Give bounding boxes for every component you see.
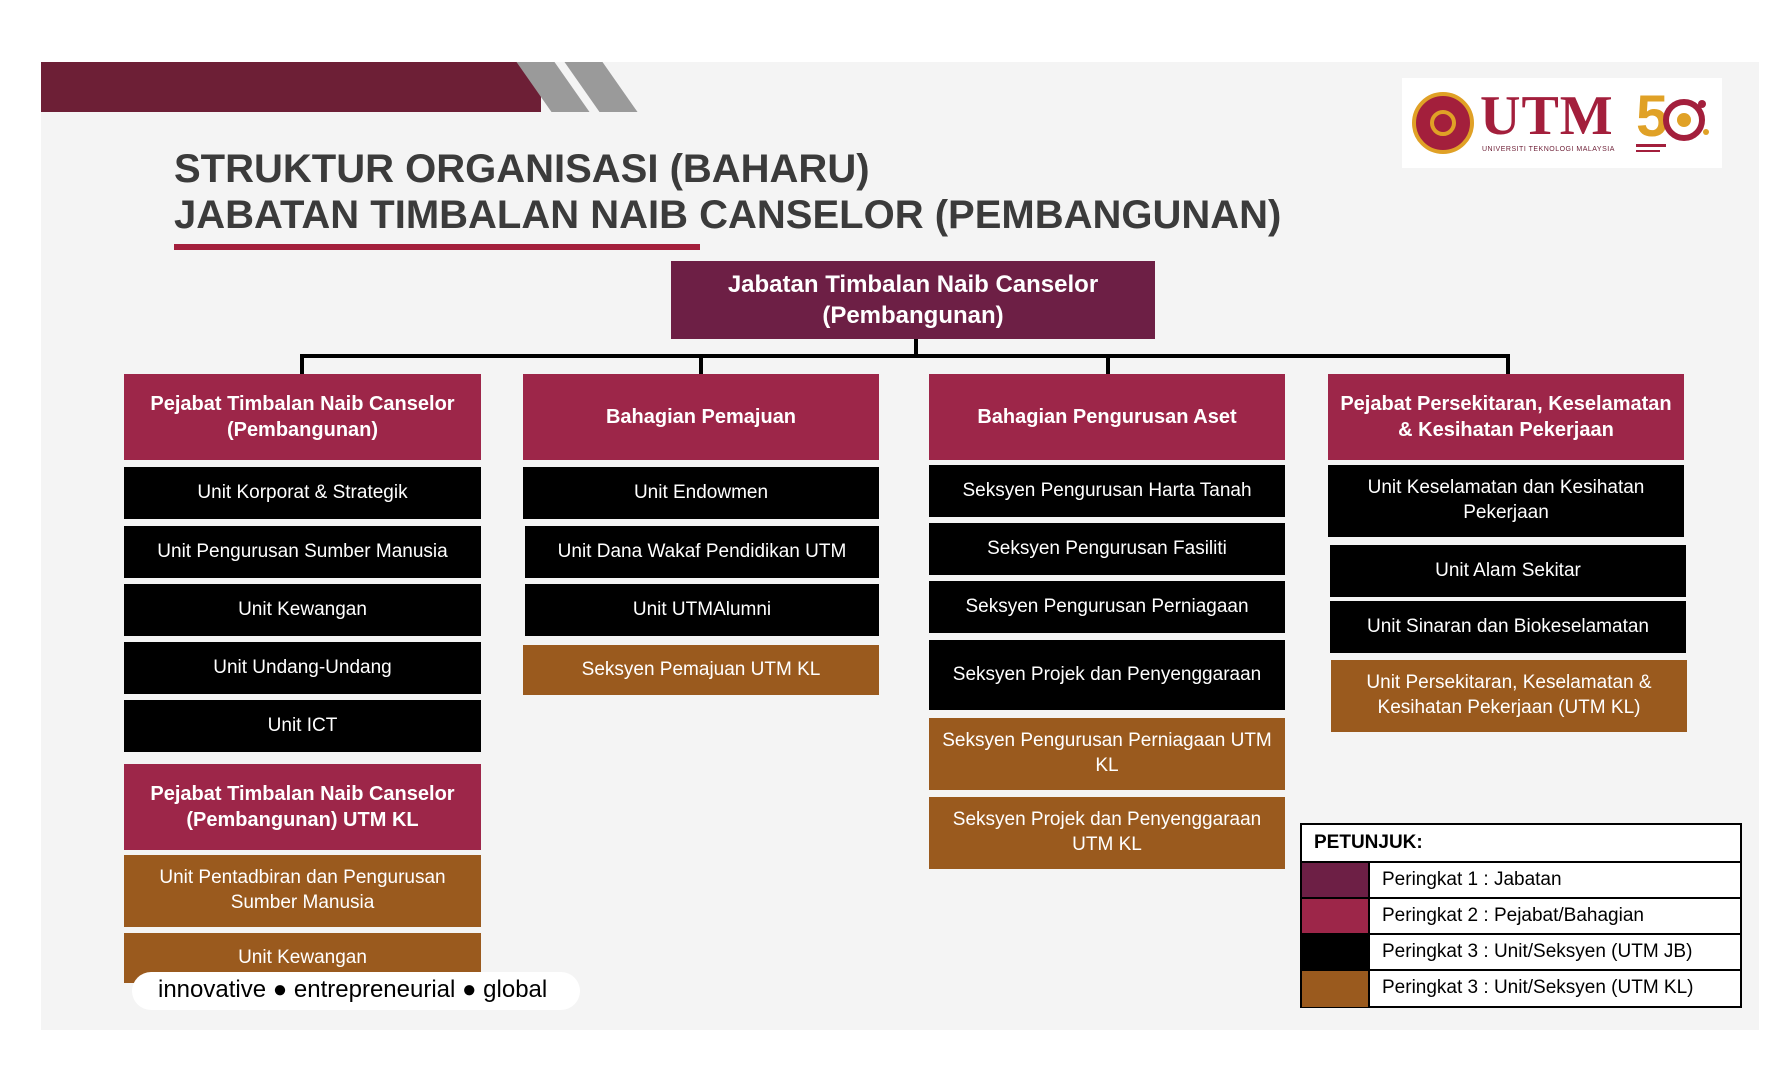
legend-swatch-level1 — [1302, 863, 1370, 897]
connector-col1 — [300, 354, 304, 374]
col1-unit: Unit Korporat & Strategik — [124, 467, 481, 519]
col1-unit: Unit Undang-Undang — [124, 642, 481, 694]
col3-unit: Seksyen Pengurusan Fasiliti — [929, 523, 1285, 575]
legend-row: Peringkat 3 : Unit/Seksyen (UTM KL) — [1302, 971, 1740, 1007]
footer-tagline: innovative ● entrepreneurial ● global — [158, 976, 548, 1003]
col4-unit: Unit Keselamatan dan Kesihatan Pekerjaan — [1328, 465, 1684, 537]
connector-col4 — [1506, 354, 1510, 374]
col3-kl-unit: Seksyen Pengurusan Perniagaan UTM KL — [929, 718, 1285, 790]
title-line-2: JABATAN TIMBALAN NAIB CANSELOR (PEMBANGU… — [174, 193, 1282, 237]
col2-kl-unit: Seksyen Pemajuan UTM KL — [523, 645, 879, 695]
col1-head: Pejabat Timbalan Naib Canselor (Pembangu… — [124, 374, 481, 460]
col1-unit: Unit Pengurusan Sumber Manusia — [124, 526, 481, 578]
col4-head: Pejabat Persekitaran, Keselamatan & Kesi… — [1328, 374, 1684, 460]
legend-row: Peringkat 3 : Unit/Seksyen (UTM JB) — [1302, 935, 1740, 971]
title-underline — [174, 244, 700, 250]
utm-seal-icon — [1412, 92, 1474, 154]
col1-kl-head: Pejabat Timbalan Naib Canselor (Pembangu… — [124, 764, 481, 850]
legend-label: Peringkat 3 : Unit/Seksyen (UTM KL) — [1382, 977, 1694, 998]
footer-pill — [132, 972, 580, 1010]
col2-unit: Unit Endowmen — [523, 467, 879, 519]
anniversary-50-icon: 5 — [1636, 84, 1709, 152]
col2-unit: Unit UTMAlumni — [525, 584, 879, 636]
col3-unit: Seksyen Pengurusan Harta Tanah — [929, 465, 1285, 517]
svg-text:5: 5 — [1636, 84, 1668, 149]
col1-unit: Unit Kewangan — [124, 584, 481, 636]
utm-logo-text: UTM — [1480, 85, 1614, 147]
col2-unit: Unit Dana Wakaf Pendidikan UTM — [525, 526, 879, 578]
legend-title: PETUNJUK: — [1302, 825, 1740, 863]
legend-row: Peringkat 2 : Pejabat/Bahagian — [1302, 899, 1740, 935]
title-line-1: STRUKTUR ORGANISASI (BAHARU) — [174, 147, 870, 191]
legend-label: Peringkat 2 : Pejabat/Bahagian — [1382, 905, 1644, 926]
col3-head: Bahagian Pengurusan Aset — [929, 374, 1285, 460]
col3-unit: Seksyen Pengurusan Perniagaan — [929, 581, 1285, 633]
col1-unit: Unit ICT — [124, 700, 481, 752]
col1-kl-unit: Unit Pentadbiran dan Pengurusan Sumber M… — [124, 855, 481, 927]
connector-horizontal — [300, 354, 1510, 358]
utm-logo-subtitle: UNIVERSITI TEKNOLOGI MALAYSIA — [1482, 146, 1615, 153]
legend-swatch-level2 — [1302, 899, 1370, 933]
col2-head: Bahagian Pemajuan — [523, 374, 879, 460]
org-root: Jabatan Timbalan Naib Canselor (Pembangu… — [671, 261, 1155, 339]
legend-row: Peringkat 1 : Jabatan — [1302, 863, 1740, 899]
connector-root — [914, 338, 918, 356]
legend-label: Peringkat 3 : Unit/Seksyen (UTM JB) — [1382, 941, 1693, 962]
col3-kl-unit: Seksyen Projek dan Penyenggaraan UTM KL — [929, 797, 1285, 869]
col3-unit: Seksyen Projek dan Penyenggaraan — [929, 640, 1285, 710]
legend-swatch-level3-jb — [1302, 935, 1370, 969]
legend-swatch-level3-kl — [1302, 971, 1370, 1007]
connector-col3 — [1106, 354, 1110, 374]
col4-unit: Unit Sinaran dan Biokeselamatan — [1330, 601, 1686, 653]
header-bar — [41, 62, 541, 112]
legend-label: Peringkat 1 : Jabatan — [1382, 869, 1562, 890]
legend: PETUNJUK: Peringkat 1 : Jabatan Peringka… — [1300, 823, 1742, 1008]
connector-col2 — [699, 354, 703, 374]
col4-unit: Unit Alam Sekitar — [1330, 545, 1686, 597]
col4-kl-unit: Unit Persekitaran, Keselamatan & Kesihat… — [1331, 660, 1687, 732]
page-title: STRUKTUR ORGANISASI (BAHARU) JABATAN TIM… — [174, 146, 1281, 238]
